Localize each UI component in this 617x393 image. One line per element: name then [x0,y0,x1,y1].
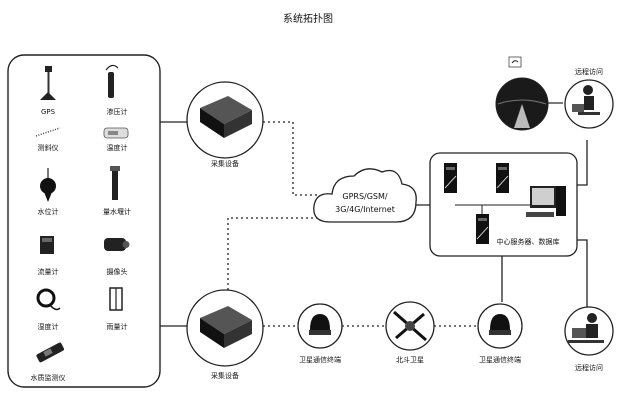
satellite-terminal-left [297,303,343,349]
remote-access-bottom [564,306,614,356]
gps-antenna-icon [40,66,56,100]
collector-top [186,81,264,159]
sensor-panel: GPS 渗压计 测斜仪 温度计 水位计 量水堰计 [7,54,161,388]
refresh-icon [508,56,522,68]
piezometer-icon [105,64,119,98]
sensor-label-inclinometer: 测斜仪 [38,143,59,152]
server-icon [476,214,489,244]
sensor-label-camera: 摄像头 [107,267,128,276]
remote-top-label: 远程访问 [575,67,603,76]
sensor-label-weir: 量水堰计 [103,207,131,216]
remote-access-top [495,56,614,131]
sensor-label-gps: GPS [41,108,56,116]
link-servers-remote-top [576,140,588,186]
satellite-label: 北斗卫星 [396,356,424,364]
sensor-label-water-quality: 水质监测仪 [31,373,66,382]
server-group-label: 中心服务器、数据库 [497,237,560,246]
sensor-label-rain-gauge: 雨量计 [107,322,128,331]
collector-bottom [186,289,264,367]
person-at-computer-icon [572,85,600,115]
satellite-terminal-icon [309,314,331,335]
weir-gauge-icon [110,166,120,200]
link-servers-remote-bottom [576,239,588,310]
data-logger-icon [200,96,252,138]
sensor-label-hygrometer: 湿度计 [38,322,59,331]
sensor-label-thermometer: 温度计 [107,143,128,152]
flowmeter-icon [40,236,54,254]
remote-bottom-label: 远程访问 [575,363,603,372]
sensor-label-flowmeter: 流量计 [38,267,59,276]
rain-gauge-icon [109,287,123,311]
satellite-node [385,301,435,351]
water-quality-monitor-icon [36,342,65,363]
collector-top-label: 采集设备 [211,159,239,168]
link-collector-bottom-cloud [227,217,318,295]
satellite-terminal-left-label: 卫星通信终端 [299,355,341,364]
cloud-label-line1: GPRS/GSM/ [342,192,388,201]
sensor-label-piezometer: 渗压计 [107,107,128,116]
hygrometer-icon [36,288,61,311]
water-level-gauge-icon [40,168,56,202]
satellite-terminal-right [477,303,523,349]
thermometer-icon [103,127,129,139]
data-logger-icon [200,306,252,348]
road-landscape-icon [497,99,547,128]
server-icon [496,163,509,193]
link-collector-top-cloud [263,121,318,196]
server-icon [444,163,457,193]
camera-icon [104,238,130,251]
cloud-label-line2: 3G/4G/Internet [335,205,395,214]
inclinometer-icon [35,127,61,137]
satellite-icon [393,310,427,342]
cloud-network [313,168,417,223]
server-group [429,152,578,257]
satellite-terminal-right-label: 卫星通信终端 [479,355,521,364]
diagram-title: 系统拓扑图 [283,12,333,25]
collector-bottom-label: 采集设备 [211,371,239,380]
person-at-desk-icon [568,313,604,343]
sensor-label-water-level: 水位计 [38,207,59,216]
satellite-terminal-icon [489,314,511,335]
workstation-icon [526,186,566,217]
